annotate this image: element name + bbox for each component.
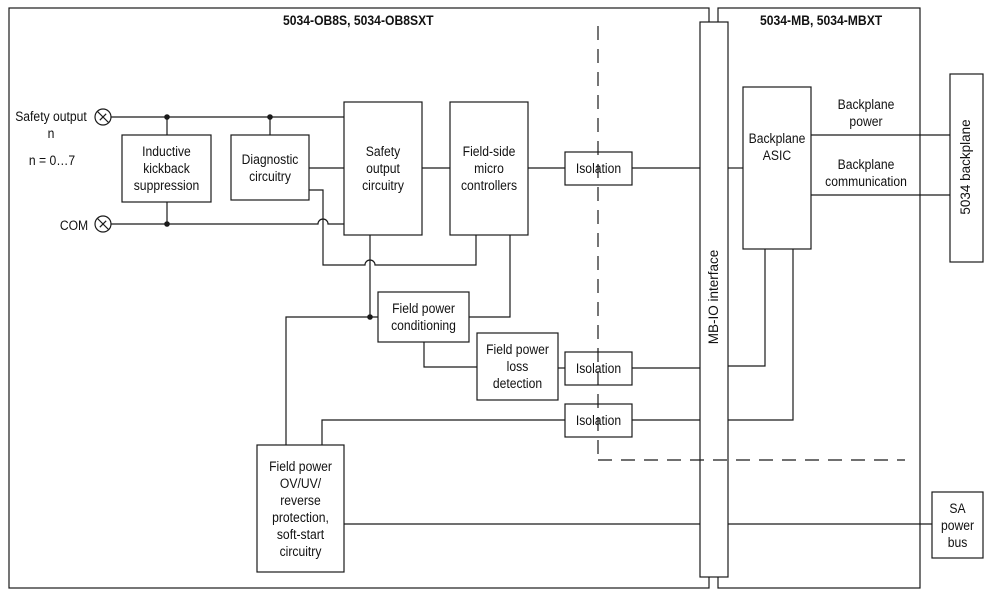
left-module-outline (8, 7, 710, 589)
safety-output-label: Safety output n (15, 109, 87, 141)
n-range-label: n = 0…7 (28, 152, 76, 168)
sa-power-bus-label: SA power bus (940, 500, 975, 550)
junction-dot (267, 114, 273, 120)
field-power-loss-label: Field power loss detection (486, 342, 549, 391)
junction-dot (164, 221, 170, 227)
field-power-protection-label: Field power OV/UV/ reverse protection, s… (269, 458, 332, 559)
com-label: COM (59, 217, 89, 233)
backplane-5034-box (949, 73, 984, 263)
isolation-label-2: Isolation (575, 361, 622, 376)
backplane-asic-label: Backplane ASIC (748, 131, 806, 163)
junction-dot (164, 114, 170, 120)
field-power-protection-box (256, 444, 345, 573)
isolation-label-3: Isolation (575, 413, 622, 428)
diagnostic-label: Diagnostic circuitry (241, 151, 299, 184)
inductive-kickback-label: Inductive kickback suppression (133, 144, 200, 193)
backplane-communication-label: Backplane communication (825, 157, 907, 189)
field-side-micro-label: Field-side micro controllers (460, 144, 518, 193)
backplane-power-label: Backplane power (837, 97, 895, 129)
isolation-label-1: Isolation (575, 161, 622, 176)
junction-dot (367, 314, 373, 320)
left-module-title: 5034-OB8S, 5034-OB8SXT (283, 13, 434, 28)
field-power-conditioning-label: Field power conditioning (391, 301, 456, 333)
sa-power-bus-box (931, 491, 984, 559)
backplane-5034-label: 5034 backplane (958, 119, 973, 215)
com-terminal-icon (94, 215, 112, 233)
mb-io-interface-bar (699, 21, 729, 578)
right-module-title: 5034-MB, 5034-MBXT (760, 13, 883, 28)
safety-output-terminal-icon (94, 108, 112, 126)
safety-output-circuitry-label: Safety output circuitry (362, 144, 404, 193)
mb-io-interface-label: MB-IO interface (706, 249, 721, 345)
